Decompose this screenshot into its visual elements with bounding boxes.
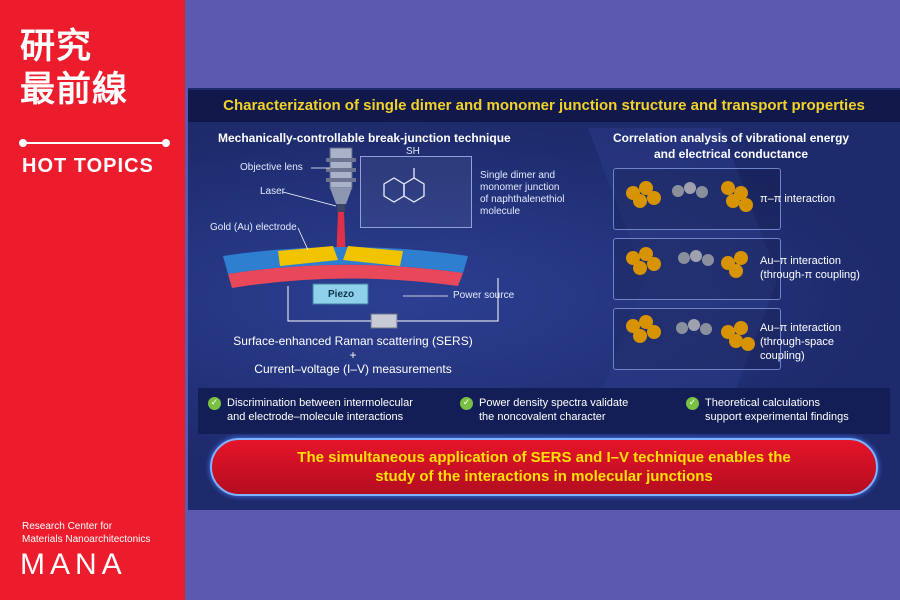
power-source-icon: [370, 313, 398, 329]
finding-1: ✓ Discrimination between intermolecular …: [208, 396, 413, 424]
apparatus-illustration: [223, 147, 755, 351]
conclusion-banner: The simultaneous application of SERS and…: [210, 438, 878, 496]
molecule-description: Single dimer and monomer junction of nap…: [480, 170, 565, 217]
gold-electrode-left: [278, 246, 338, 266]
interaction-box-3: [613, 308, 781, 370]
check-icon: ✓: [208, 397, 221, 410]
left-title: Mechanically-controllable break-junction…: [218, 131, 511, 145]
finding-text: Discrimination between intermolecular an…: [227, 397, 413, 423]
conclusion-text: The simultaneous application of SERS and…: [297, 449, 791, 485]
power-source-label: Power source: [453, 290, 515, 301]
right-title: Correlation analysis of vibrational ener…: [613, 131, 850, 161]
piezo-block: [312, 283, 369, 305]
separator-dot-right: [162, 139, 170, 147]
technique-caption-plus: +: [349, 348, 357, 362]
interaction-box-2: [613, 238, 781, 300]
sidebar-separator: [19, 139, 170, 147]
interaction-label-1: π–π interaction: [760, 193, 836, 205]
technique-caption-line1: Surface-enhanced Raman scattering (SERS): [233, 334, 473, 348]
check-icon: ✓: [686, 397, 699, 410]
gold-electrode-right: [343, 246, 403, 266]
interaction-box-1: [613, 168, 781, 230]
molecule-box: [360, 156, 472, 228]
technique-caption-line3: Current–voltage (I–V) measurements: [254, 362, 452, 376]
check-icon: ✓: [460, 397, 473, 410]
section-label: HOT TOPICS: [22, 155, 154, 177]
findings-bar: ✓ Discrimination between intermolecular …: [198, 388, 890, 434]
interaction-label-3: Au–π interaction (through-space coupling…: [760, 322, 841, 362]
objective-lens-icon: [326, 147, 356, 212]
interaction-pi-pi-illustration: [626, 181, 753, 212]
sidebar: 研究 最前線 HOT TOPICS Research Center for Ma…: [0, 0, 185, 600]
naphthalenethiol-molecule: [383, 168, 425, 203]
sh-label: SH: [406, 146, 420, 157]
org-logo: MANA: [20, 548, 127, 581]
laser-label: Laser: [260, 186, 286, 197]
org-name: Research Center for Materials Nanoarchit…: [22, 521, 151, 545]
finding-text: Theoretical calculations support experim…: [705, 397, 849, 423]
piezo-label: Piezo: [328, 289, 355, 300]
objective-lens-label: Objective lens: [240, 162, 303, 173]
gold-electrode-label: Gold (Au) electrode: [210, 222, 297, 233]
interaction-label-2: Au–π interaction (through-π coupling): [760, 255, 860, 281]
finding-3: ✓ Theoretical calculations support exper…: [686, 396, 849, 424]
interaction-through-space-illustration: [626, 315, 755, 351]
infographic-panel: Characterization of single dimer and mon…: [188, 88, 900, 510]
separator-dot-left: [19, 139, 27, 147]
finding-text: Power density spectra validate the nonco…: [479, 397, 629, 423]
sidebar-title-jp: 研究 最前線: [20, 27, 129, 110]
interaction-through-pi-illustration: [626, 247, 748, 278]
headline: Characterization of single dimer and mon…: [188, 90, 900, 122]
finding-2: ✓ Power density spectra validate the non…: [460, 396, 628, 424]
